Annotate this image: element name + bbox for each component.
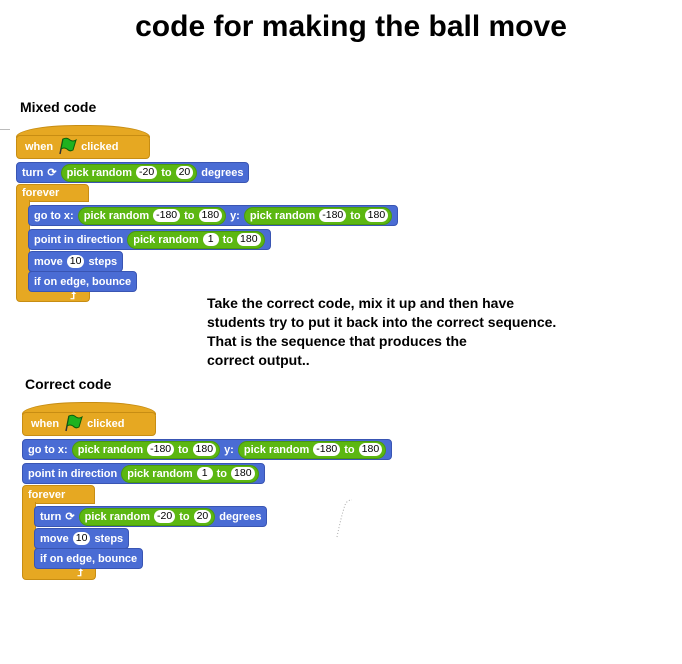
x-to-input[interactable]: 180	[198, 209, 223, 222]
to-label: to	[350, 209, 361, 222]
move-label: move	[34, 255, 63, 268]
page-title: code for making the ball move	[135, 10, 567, 43]
degrees-label: degrees	[201, 166, 244, 179]
to-input[interactable]: 180	[231, 467, 255, 480]
turn-block[interactable]: turn ⟳ pick random -20 to 20 degrees	[16, 162, 250, 183]
op-label: pick random	[84, 510, 151, 523]
turn-block[interactable]: turn ⟳ pick random -20 to 20 degrees	[34, 506, 268, 527]
op-label: pick random	[243, 443, 310, 456]
from-input[interactable]: 1	[202, 233, 219, 246]
turn-label: turn	[22, 166, 44, 179]
bounce-label: if on edge, bounce	[40, 552, 138, 565]
move-steps-block[interactable]: move 10 steps	[34, 528, 130, 549]
steps-label: steps	[88, 255, 118, 268]
when-flag-clicked-block[interactable]: when clicked	[22, 412, 156, 436]
turn-label: turn	[40, 510, 62, 523]
to-label: to	[216, 467, 228, 480]
rotate-clockwise-icon: ⟳	[47, 167, 57, 179]
y-to-input[interactable]: 180	[358, 443, 383, 456]
y-from-input[interactable]: -180	[313, 443, 341, 456]
op-label: pick random	[249, 209, 316, 222]
to-label: to	[179, 510, 190, 523]
rotate-clockwise-icon: ⟳	[65, 511, 75, 523]
op-label: pick random	[66, 166, 133, 179]
green-flag-icon	[57, 137, 78, 158]
note-line: students try to put it back into the cor…	[207, 314, 557, 330]
hat-clicked-text: clicked	[87, 418, 125, 430]
point-in-direction-block[interactable]: point in direction pick random 1 to 180	[22, 463, 265, 484]
stray-curve-mark	[336, 499, 353, 538]
forever-block[interactable]: forever	[22, 485, 95, 504]
op-label: pick random	[127, 467, 193, 480]
note-line: correct output..	[207, 352, 310, 368]
mixed-code-label: Mixed code	[20, 99, 97, 115]
hat-when-text: when	[31, 418, 60, 430]
point-in-direction-block[interactable]: point in direction pick random 1 to 180	[28, 229, 271, 250]
point-label: point in direction	[28, 467, 118, 480]
stray-mark	[0, 129, 10, 130]
pick-random-reporter[interactable]: pick random -20 to 20	[60, 163, 198, 182]
x-to-input[interactable]: 180	[192, 443, 217, 456]
y-to-input[interactable]: 180	[364, 209, 389, 222]
steps-input[interactable]: 10	[66, 255, 85, 268]
when-flag-clicked-block[interactable]: when clicked	[16, 135, 150, 159]
to-input[interactable]: 180	[237, 233, 261, 246]
to-label: to	[184, 209, 195, 222]
note-line: Take the correct code, mix it up and the…	[207, 295, 515, 311]
go-to-xy-block[interactable]: go to x: pick random -180 to 180 y: pick…	[22, 439, 393, 460]
move-steps-block[interactable]: move 10 steps	[28, 251, 124, 272]
pick-random-y[interactable]: pick random -180 to 180	[237, 440, 387, 459]
pick-random-y[interactable]: pick random -180 to 180	[243, 206, 393, 225]
pick-random-reporter[interactable]: pick random -20 to 20	[78, 507, 216, 526]
hat-clicked-text: clicked	[81, 141, 119, 153]
x-from-input[interactable]: -180	[153, 209, 181, 222]
from-input[interactable]: -20	[136, 166, 158, 179]
forever-bottom	[22, 568, 96, 580]
pick-random-x[interactable]: pick random -180 to 180	[77, 206, 227, 225]
if-on-edge-bounce-block[interactable]: if on edge, bounce	[34, 548, 144, 569]
op-label: pick random	[77, 443, 144, 456]
pick-random-reporter[interactable]: pick random 1 to 180	[121, 464, 259, 483]
loop-arrow-icon: ⮥	[77, 568, 83, 579]
y-from-input[interactable]: -180	[319, 209, 347, 222]
to-label: to	[222, 233, 234, 246]
hat-when-text: when	[25, 141, 54, 153]
instructions-note: Take the correct code, mix it up and the…	[207, 294, 556, 370]
to-label: to	[161, 166, 172, 179]
go-to-xy-block[interactable]: go to x: pick random -180 to 180 y: pick…	[28, 205, 399, 226]
y-label: y:	[224, 443, 234, 456]
steps-input[interactable]: 10	[72, 532, 91, 545]
degrees-label: degrees	[219, 510, 262, 523]
to-label: to	[344, 443, 355, 456]
correct-code-label: Correct code	[25, 376, 112, 392]
y-label: y:	[230, 209, 240, 222]
green-flag-icon	[63, 414, 84, 435]
forever-label: forever	[22, 187, 60, 199]
move-label: move	[40, 532, 69, 545]
op-label: pick random	[83, 209, 150, 222]
forever-label: forever	[28, 488, 66, 501]
x-from-input[interactable]: -180	[147, 443, 175, 456]
to-input[interactable]: 20	[175, 166, 194, 179]
op-label: pick random	[133, 233, 199, 246]
loop-arrow-icon: ⮥	[70, 291, 76, 302]
to-label: to	[178, 443, 189, 456]
point-label: point in direction	[34, 233, 124, 246]
goto-label: go to x:	[34, 209, 74, 222]
bounce-label: if on edge, bounce	[34, 275, 132, 288]
from-input[interactable]: 1	[196, 467, 213, 480]
forever-block[interactable]: forever	[16, 184, 89, 202]
steps-label: steps	[94, 532, 124, 545]
to-input[interactable]: 20	[193, 510, 212, 523]
note-line: That is the sequence that produces the	[207, 333, 467, 349]
pick-random-x[interactable]: pick random -180 to 180	[71, 440, 221, 459]
pick-random-reporter[interactable]: pick random 1 to 180	[127, 230, 265, 249]
from-input[interactable]: -20	[154, 510, 176, 523]
goto-label: go to x:	[28, 443, 68, 456]
forever-bottom	[16, 291, 90, 302]
if-on-edge-bounce-block[interactable]: if on edge, bounce	[28, 271, 138, 292]
